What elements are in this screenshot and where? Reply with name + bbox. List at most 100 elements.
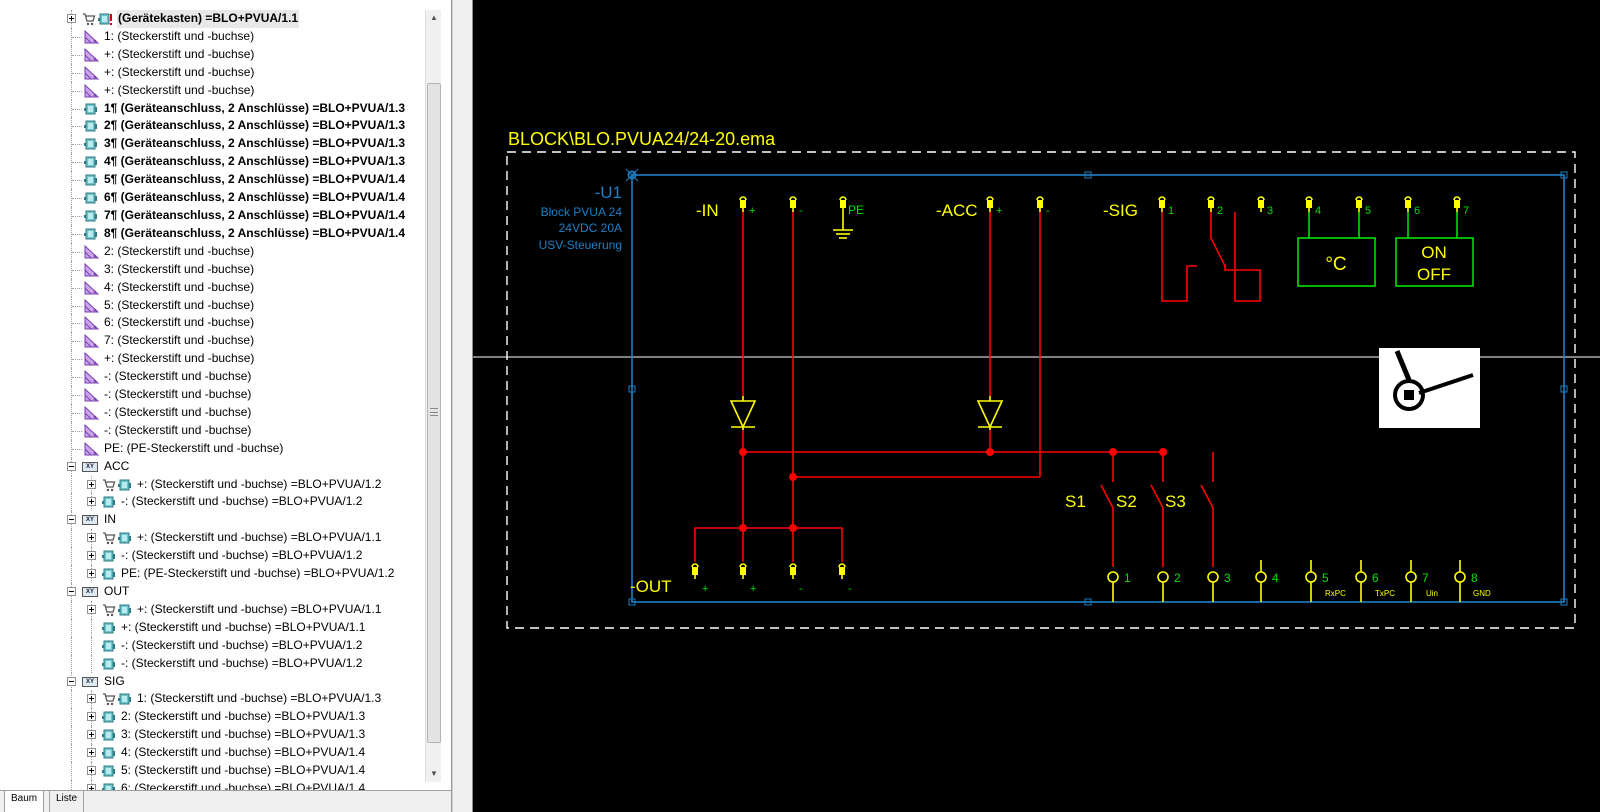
plug-pin-icon — [84, 244, 100, 259]
tree-item-31-steckerstift-und-buchse-blo-pv[interactable]: -: (Steckerstift und -buchse) =BLO+PVUA/… — [0, 547, 432, 566]
schematic-drawing[interactable]: BLOCK\BLO.PVUA24/24-20.ema -U1 Block PVU… — [473, 0, 1600, 812]
device-frame[interactable] — [631, 174, 1565, 603]
tree-item-34-steckerstift-und-buchse-blo-pv[interactable]: +: (Steckerstift und -buchse) =BLO+PVUA/… — [0, 600, 432, 619]
tree-item-7-2-ger-teanschluss-2-anschl-sse[interactable]: 2¶ (Geräteanschluss, 2 Anschlüsse) =BLO+… — [0, 117, 432, 136]
expand-plus-icon[interactable] — [87, 712, 96, 722]
tab-liste[interactable]: Liste — [49, 791, 85, 812]
tree-item-21-steckerstift-und-buchse[interactable]: -: (Steckerstift und -buchse) — [0, 368, 432, 387]
tree-guide-line — [72, 108, 82, 110]
device-box-warning-icon — [98, 12, 113, 26]
tree-item-3-steckerstift-und-buchse[interactable]: +: (Steckerstift und -buchse) — [0, 45, 432, 64]
tree-guide-line — [72, 448, 82, 450]
scroll-down-arrow-icon[interactable]: ▼ — [430, 769, 438, 778]
tree-guide-line — [71, 45, 72, 64]
tab-baum[interactable]: Baum — [4, 791, 45, 812]
scroll-up-arrow-icon[interactable]: ▲ — [430, 13, 438, 22]
expand-plus-icon[interactable] — [67, 14, 76, 23]
tree-guide-line — [72, 251, 82, 253]
tree-item-label: +: (Steckerstift und -buchse) — [104, 64, 255, 79]
pane-splitter[interactable] — [452, 0, 473, 812]
collapse-minus-icon[interactable] — [67, 515, 76, 525]
off-label: OFF — [1417, 265, 1451, 284]
structure-group-icon: XY — [82, 587, 98, 597]
tree-item-23-steckerstift-und-buchse[interactable]: -: (Steckerstift und -buchse) — [0, 403, 432, 422]
tree-item-label: 2¶ (Geräteanschluss, 2 Anschlüsse) =BLO+… — [104, 118, 406, 133]
macro-boundary-dashed — [506, 151, 1576, 629]
tree-item-label: 7¶ (Geräteanschluss, 2 Anschlüsse) =BLO+… — [104, 207, 406, 222]
expand-plus-icon[interactable] — [87, 569, 96, 579]
bottom-terminals[interactable] — [1107, 560, 1466, 602]
tree-item-12-7-ger-teanschluss-2-anschl-sse[interactable]: 7¶ (Geräteanschluss, 2 Anschlüsse) =BLO+… — [0, 206, 432, 225]
tree-item-15-3-steckerstift-und-buchse[interactable]: 3: (Steckerstift und -buchse) — [0, 260, 432, 279]
tree-item-28-steckerstift-und-buchse-blo-pv[interactable]: -: (Steckerstift und -buchse) =BLO+PVUA/… — [0, 493, 432, 512]
plug-pin-icon — [84, 387, 100, 402]
tree-item-13-8-ger-teanschluss-2-anschl-sse[interactable]: 8¶ (Geräteanschluss, 2 Anschlüsse) =BLO+… — [0, 224, 432, 243]
expand-plus-icon[interactable] — [87, 694, 96, 704]
collapse-minus-icon[interactable] — [67, 461, 76, 471]
tree-guide-line — [91, 618, 92, 637]
tree-item-14-2-steckerstift-und-buchse[interactable]: 2: (Steckerstift und -buchse) — [0, 242, 432, 261]
expand-plus-icon[interactable] — [87, 766, 96, 776]
schematic-canvas[interactable]: BLOCK\BLO.PVUA24/24-20.ema -U1 Block PVU… — [473, 0, 1600, 812]
tree-item-11-6-ger-teanschluss-2-anschl-sse[interactable]: 6¶ (Geräteanschluss, 2 Anschlüsse) =BLO+… — [0, 189, 432, 207]
tree-item-10-5-ger-teanschluss-2-anschl-sse[interactable]: 5¶ (Geräteanschluss, 2 Anschlüsse) =BLO+… — [0, 171, 432, 190]
tree-item-19-7-steckerstift-und-buchse[interactable]: 7: (Steckerstift und -buchse) — [0, 332, 432, 351]
tree-item-32-pe-pe-steckerstift-und-buchse-[interactable]: PE: (PE-Steckerstift und -buchse) =BLO+P… — [0, 565, 432, 583]
tree-item-43-5-steckerstift-und-buchse-blo-[interactable]: 5: (Steckerstift und -buchse) =BLO+PVUA/… — [0, 762, 432, 780]
tree-item-22-steckerstift-und-buchse[interactable]: -: (Steckerstift und -buchse) — [0, 386, 432, 404]
expand-plus-icon[interactable] — [87, 479, 96, 489]
tree-guide-line — [71, 242, 72, 261]
switch-label-s3: S3 — [1165, 492, 1186, 511]
tree-item-1-ger-tekasten-blo-pvua-1-1[interactable]: (Gerätekasten) =BLO+PVUA/1.1 — [0, 10, 432, 28]
plug-pin-icon — [84, 47, 100, 62]
expand-plus-icon[interactable] — [87, 604, 96, 614]
plug-pin-icon — [84, 441, 100, 456]
tree-item-39-1-steckerstift-und-buchse-blo-[interactable]: 1: (Steckerstift und -buchse) =BLO+PVUA/… — [0, 690, 432, 709]
expand-plus-icon[interactable] — [87, 748, 96, 758]
tree-item-30-steckerstift-und-buchse-blo-pv[interactable]: +: (Steckerstift und -buchse) =BLO+PVUA/… — [0, 529, 432, 548]
tree-item-24-steckerstift-und-buchse[interactable]: -: (Steckerstift und -buchse) — [0, 421, 432, 440]
collapse-minus-icon[interactable] — [67, 676, 76, 686]
sig-pin-5: 5 — [1365, 205, 1371, 217]
tree-guide-line — [72, 144, 82, 146]
scrollbar-thumb[interactable] — [427, 83, 441, 743]
tree-item-6-1-ger-teanschluss-2-anschl-sse[interactable]: 1¶ (Geräteanschluss, 2 Anschlüsse) =BLO+… — [0, 99, 432, 118]
tree-item-2-1-steckerstift-und-buchse[interactable]: 1: (Steckerstift und -buchse) — [0, 27, 432, 46]
sig-pin-6: 6 — [1414, 205, 1420, 217]
device-terminal-icon — [84, 137, 99, 151]
tree-item-16-4-steckerstift-und-buchse[interactable]: 4: (Steckerstift und -buchse) — [0, 278, 432, 297]
collapse-minus-icon[interactable] — [67, 587, 76, 596]
tree-item-42-4-steckerstift-und-buchse-blo-[interactable]: 4: (Steckerstift und -buchse) =BLO+PVUA/… — [0, 744, 432, 763]
tree-item-35-steckerstift-und-buchse-blo-pv[interactable]: +: (Steckerstift und -buchse) =BLO+PVUA/… — [0, 618, 432, 637]
tree-item-5-steckerstift-und-buchse[interactable]: +: (Steckerstift und -buchse) — [0, 81, 432, 100]
tree-guide-line — [71, 600, 72, 619]
tree-guide-line — [71, 708, 72, 727]
tree-item-25-pe-pe-steckerstift-und-buchse[interactable]: PE: (PE-Steckerstift und -buchse) — [0, 439, 432, 458]
tree-item-4-steckerstift-und-buchse[interactable]: +: (Steckerstift und -buchse) — [0, 63, 432, 82]
out-pins[interactable] — [691, 563, 846, 580]
tree-item-27-steckerstift-und-buchse-blo-pv[interactable]: +: (Steckerstift und -buchse) =BLO+PVUA/… — [0, 475, 432, 494]
expand-plus-icon[interactable] — [87, 533, 96, 543]
tree-item-8-3-ger-teanschluss-2-anschl-sse[interactable]: 3¶ (Geräteanschluss, 2 Anschlüsse) =BLO+… — [0, 135, 432, 154]
expand-plus-icon[interactable] — [87, 551, 96, 561]
device-terminal-icon — [102, 639, 117, 653]
tree-item-37-steckerstift-und-buchse-blo-pv[interactable]: -: (Steckerstift und -buchse) =BLO+PVUA/… — [0, 654, 432, 673]
expand-plus-icon[interactable] — [87, 497, 96, 507]
tree-item-9-4-ger-teanschluss-2-anschl-sse[interactable]: 4¶ (Geräteanschluss, 2 Anschlüsse) =BLO+… — [0, 153, 432, 172]
expand-plus-icon[interactable] — [87, 730, 96, 740]
tree-item-17-5-steckerstift-und-buchse[interactable]: 5: (Steckerstift und -buchse) — [0, 296, 432, 315]
tree-vertical-scrollbar[interactable]: ▲ ▼ — [425, 10, 441, 782]
wires — [694, 212, 1261, 567]
tree-item-label: +: (Steckerstift und -buchse) =BLO+PVUA/… — [137, 530, 382, 545]
tree-item-40-2-steckerstift-und-buchse-blo-[interactable]: 2: (Steckerstift und -buchse) =BLO+PVUA/… — [0, 708, 432, 727]
tree-item-36-steckerstift-und-buchse-blo-pv[interactable]: -: (Steckerstift und -buchse) =BLO+PVUA/… — [0, 636, 432, 655]
device-terminal-icon — [84, 209, 99, 223]
tree-guide-line — [71, 296, 72, 315]
tree-item-20-steckerstift-und-buchse[interactable]: +: (Steckerstift und -buchse) — [0, 350, 432, 369]
tree-item-18-6-steckerstift-und-buchse[interactable]: 6: (Steckerstift und -buchse) — [0, 314, 432, 333]
tree-item-41-3-steckerstift-und-buchse-blo-[interactable]: 3: (Steckerstift und -buchse) =BLO+PVUA/… — [0, 726, 432, 745]
